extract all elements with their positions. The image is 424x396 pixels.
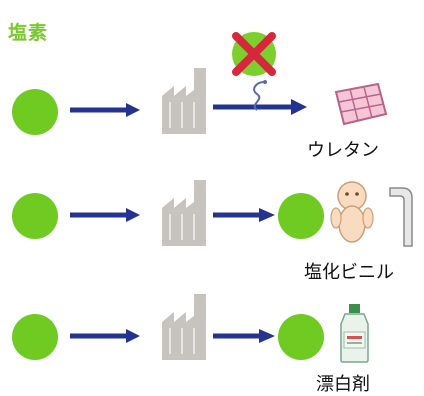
chlorine-dot xyxy=(12,314,58,360)
discharge-squiggle-icon xyxy=(253,80,267,111)
factory-icon xyxy=(162,68,206,134)
arrow-to-factory xyxy=(70,329,140,343)
arrow-to-factory xyxy=(70,208,140,222)
chlorine-dot xyxy=(12,193,58,239)
arrow-to-factory xyxy=(70,103,140,117)
product-label: ウレタン xyxy=(307,140,379,161)
red-x-icon xyxy=(232,32,276,76)
factory-icon xyxy=(162,294,206,360)
product-dot xyxy=(278,314,324,360)
urethane-cushion-icon xyxy=(334,82,388,126)
diagram-title: 塩素 xyxy=(8,22,49,44)
arrow-to-product xyxy=(213,99,307,115)
bleach-bottle-icon xyxy=(340,304,369,363)
product-label: 漂白剤 xyxy=(316,374,370,395)
product-dot xyxy=(278,193,324,239)
arrow-to-product xyxy=(213,329,275,343)
product-label: 塩化ビニル xyxy=(304,262,394,283)
factory-icon xyxy=(162,180,206,246)
arrow-to-product xyxy=(213,208,275,222)
chlorine-dot xyxy=(12,89,58,135)
doll-and-pipe-icon xyxy=(330,181,413,247)
